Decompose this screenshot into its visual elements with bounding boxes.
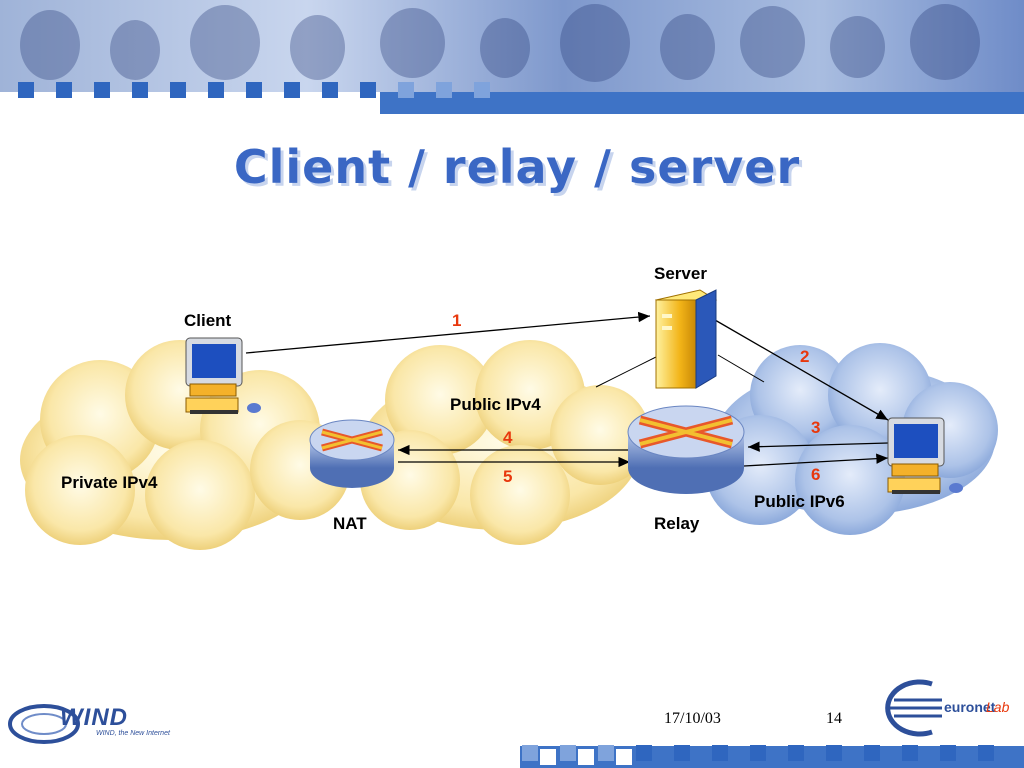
ipv6-host-computer-icon	[887, 417, 963, 494]
nat-router-icon	[309, 419, 395, 488]
relay-server-link-left	[595, 354, 661, 388]
client-computer-icon	[185, 337, 261, 414]
step-number-1: 1	[452, 311, 462, 330]
wind-logo-icon	[8, 704, 80, 744]
public-ipv6-label: Public IPv6	[754, 492, 845, 511]
nat-label: NAT	[333, 514, 367, 533]
slide-title: Client / relay / server	[233, 140, 801, 194]
client-label: Client	[184, 311, 232, 330]
relay-label: Relay	[654, 514, 700, 533]
step-number-4: 4	[503, 428, 513, 447]
arrow-step-1	[245, 311, 651, 354]
server-label: Server	[654, 264, 707, 283]
step-number-2: 2	[800, 347, 810, 366]
arrow-step-3	[747, 441, 889, 452]
step-number-6: 6	[811, 465, 821, 484]
header-banner	[0, 0, 1024, 92]
header-bar	[380, 92, 1024, 114]
arrow-step-6	[743, 453, 889, 467]
lab-logo-text: Lab	[986, 699, 1010, 715]
server-icon	[654, 289, 718, 389]
wind-logo-tagline: WIND, the New Internet	[96, 730, 170, 737]
arrow-step-2	[714, 319, 889, 421]
cloud-public-ipv6	[705, 343, 998, 535]
cloud-private-ipv4	[20, 340, 350, 550]
step-number-3: 3	[811, 418, 821, 437]
wind-logo-text: WIND	[60, 704, 128, 731]
footer-date: 17/10/03	[664, 710, 721, 727]
public-ipv4-label: Public IPv4	[450, 395, 541, 414]
relay-server-link-right	[717, 354, 765, 383]
euronet-logo-text: euronet	[944, 699, 996, 715]
private-ipv4-label: Private IPv4	[61, 473, 158, 492]
footer-page-number: 14	[826, 710, 842, 727]
euronet-lab-logo-icon	[885, 679, 942, 737]
relay-router-icon	[627, 405, 745, 494]
step-number-5: 5	[503, 467, 513, 486]
